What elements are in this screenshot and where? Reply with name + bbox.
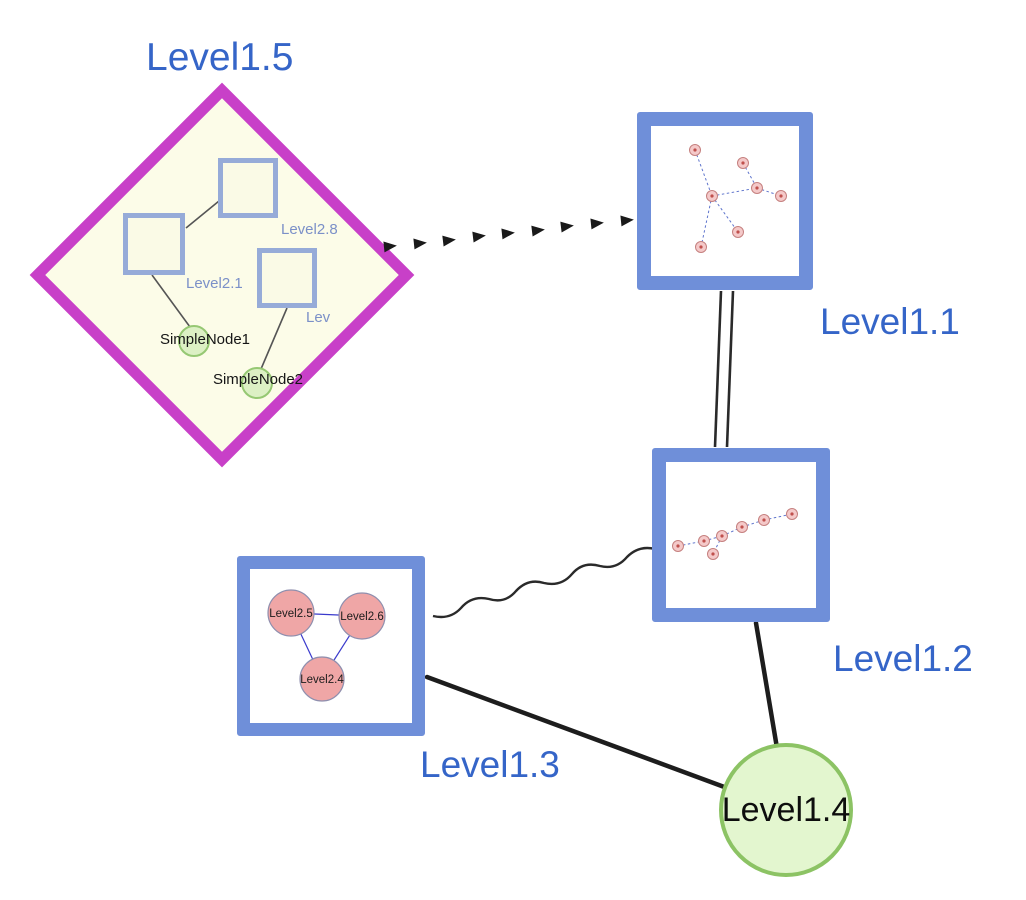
level11-subgraph-nodes — [689, 144, 787, 253]
label-level2-5: Level2.5 — [269, 608, 312, 620]
node-level1-3-box[interactable]: Level2.5 Level2.6 Level2.4 — [237, 556, 425, 736]
label-level1-1: Level1.1 — [820, 301, 960, 342]
node-level1-4-circle[interactable]: Level1.4 — [719, 743, 853, 877]
label-level2-6: Level2.6 — [340, 611, 383, 623]
node-level2-4-circle[interactable] — [299, 656, 345, 702]
node-level2-6-circle[interactable] — [338, 592, 386, 640]
label-level2-8: Level2.8 — [281, 221, 338, 238]
node-level2-1-square[interactable] — [123, 213, 185, 275]
edge-level13-to-level12-wavy — [432, 546, 656, 619]
label-level2-4: Level2.4 — [300, 674, 344, 686]
label-simplenode2: SimpleNode2 — [212, 371, 304, 388]
level11-subgraph — [689, 144, 787, 253]
label-level2-truncated: Lev — [306, 309, 331, 326]
edge-level12-to-level14 — [753, 620, 780, 751]
edge-level15-to-level11-dashed-arrow — [383, 215, 634, 253]
node-level1-2-box[interactable] — [652, 448, 830, 622]
level12-subgraph-nodes — [672, 508, 798, 560]
label-level1-2: Level1.2 — [833, 638, 973, 679]
label-simplenode1: SimpleNode1 — [159, 331, 251, 348]
level12-subgraph — [672, 508, 798, 560]
node-level2-7-square[interactable] — [257, 248, 317, 308]
node-level2-8-square[interactable] — [218, 158, 278, 218]
label-level1-4: Level1.4 — [721, 790, 851, 829]
label-level1-3: Level1.3 — [420, 744, 560, 785]
edge-level11-to-level12-double — [713, 290, 735, 448]
node-simplenode2-circle[interactable] — [241, 367, 273, 399]
level13-subgraph: Level2.5 Level2.6 Level2.4 — [267, 589, 386, 702]
node-level2-5-circle[interactable] — [267, 589, 315, 637]
label-level1-5: Level1.5 — [146, 36, 294, 79]
node-level1-1-box[interactable] — [637, 112, 813, 290]
node-simplenode1-circle[interactable] — [178, 325, 210, 357]
label-level2-1: Level2.1 — [186, 275, 243, 292]
